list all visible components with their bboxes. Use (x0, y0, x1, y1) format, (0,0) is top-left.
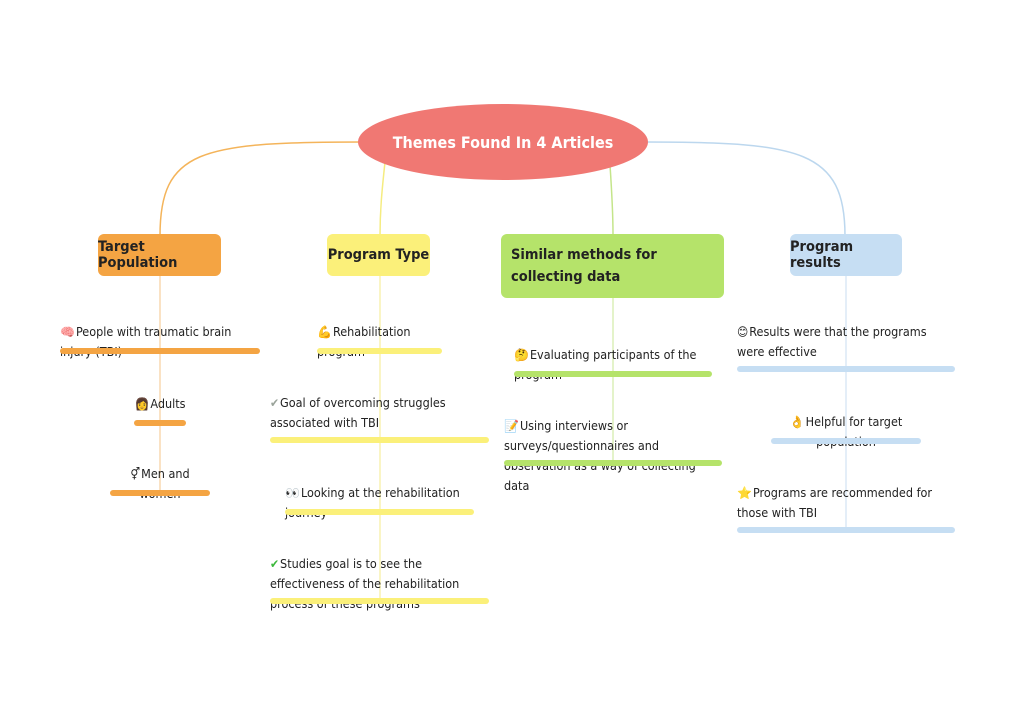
ok-hand-icon: 👌 (789, 415, 805, 429)
green-check-icon: ✔ (270, 557, 280, 571)
gender-icon: ⚥ (130, 467, 141, 481)
branch-title: Program results (790, 239, 854, 271)
leaf-tbi-people[interactable]: 🧠People with traumatic brain injury (TBI… (60, 322, 260, 359)
leaf-evaluating-participants[interactable]: 🤔Evaluating participants of the program (514, 345, 712, 382)
connector-root-methods (609, 164, 614, 235)
branch-similar-methods[interactable]: Similar methods for collecting data (501, 234, 724, 298)
connector-root-program-type (379, 161, 386, 237)
branch-target-population[interactable]: Target Population (98, 234, 221, 276)
flexed-biceps-icon: 💪 (317, 325, 332, 339)
connector-root-target-population (159, 141, 363, 237)
branch-program-type[interactable]: Program Type (327, 234, 430, 276)
branch-title: Similar methods for collecting data (511, 247, 657, 285)
check-mark-icon: ✔ (270, 396, 280, 410)
smiling-face-icon: 😊 (737, 325, 749, 339)
branch-title: Program Type (327, 247, 430, 263)
leaf-adults[interactable]: 👩Adults (134, 394, 186, 426)
central-topic-label: Themes Found In 4 Articles (392, 132, 614, 152)
branch-title: Target Population (98, 239, 178, 271)
star-icon: ⭐ (737, 486, 752, 500)
leaf-goal-overcoming[interactable]: ✔Goal of overcoming struggles associated… (270, 393, 489, 443)
brain-icon: 🧠 (60, 325, 75, 339)
leaf-rehab-program[interactable]: 💪Rehabilitation program (317, 322, 442, 359)
leaf-recommended[interactable]: ⭐Programs are recommended for those with… (737, 483, 955, 533)
leaf-results-effective[interactable]: 😊Results were that the programs were eff… (737, 322, 955, 372)
leaf-rehab-journey[interactable]: 👀Looking at the rehabilitation journey (285, 483, 474, 520)
leaf-men-women[interactable]: ⚥Men and women (110, 464, 210, 501)
leaf-interviews-surveys[interactable]: 📝Using interviews or surveys/questionnai… (504, 416, 722, 493)
leaf-helpful[interactable]: 👌Helpful for target population (771, 412, 921, 449)
connector-root-results (644, 141, 846, 237)
central-topic[interactable]: Themes Found In 4 Articles (358, 104, 648, 180)
memo-icon: 📝 (504, 419, 519, 433)
branch-program-results[interactable]: Program results (790, 234, 902, 276)
thinking-face-icon: 🤔 (514, 348, 529, 362)
person-icon: 👩 (134, 397, 150, 411)
eyes-icon: 👀 (285, 486, 300, 500)
leaf-studies-goal[interactable]: ✔Studies goal is to see the effectivenes… (270, 554, 489, 611)
